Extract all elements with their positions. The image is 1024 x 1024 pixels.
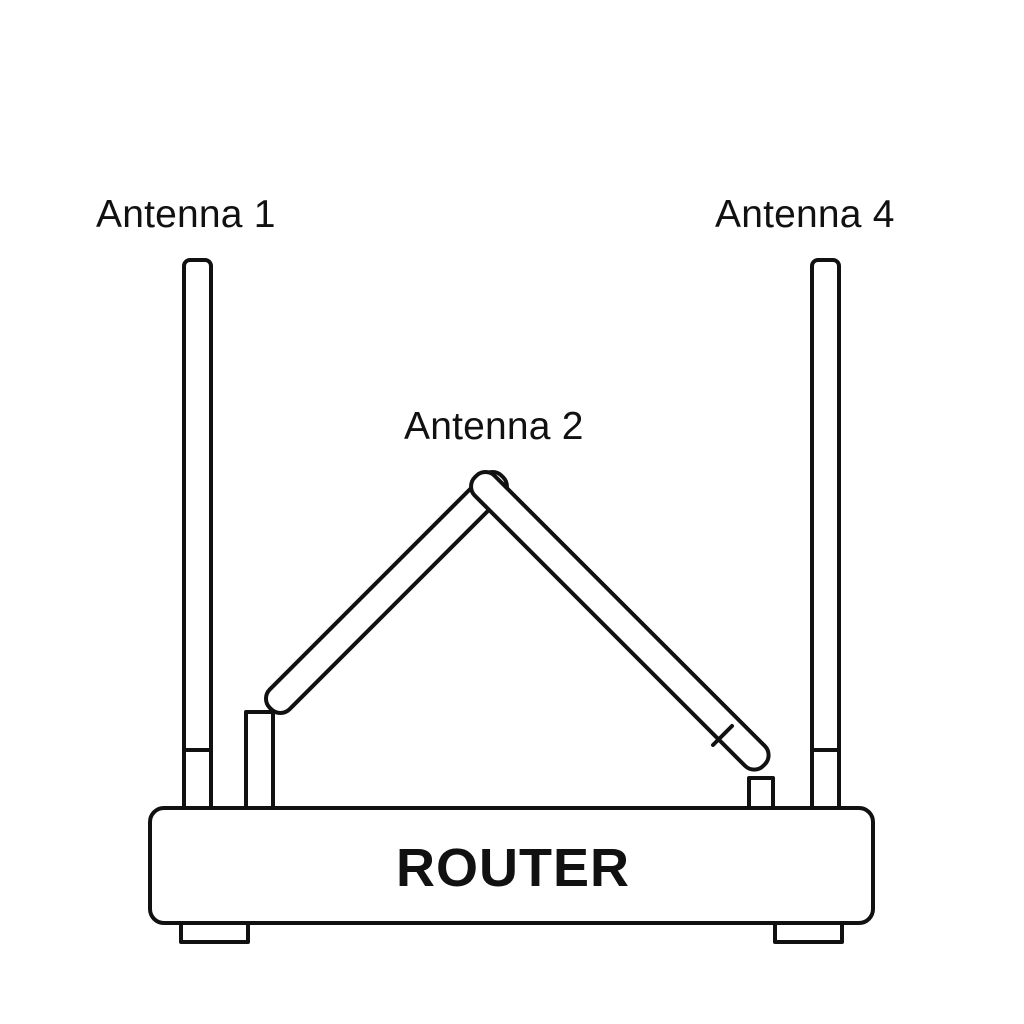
router-body <box>148 806 875 925</box>
antenna-2-right-arm <box>469 470 771 772</box>
antenna-2-left-arm <box>263 470 509 716</box>
router-label: ROUTER <box>396 838 630 898</box>
antenna-2-left-base <box>244 710 275 814</box>
antenna-2-label: Antenna 2 <box>404 405 584 448</box>
antenna-4-label: Antenna 4 <box>715 193 895 236</box>
antenna-1 <box>182 258 213 814</box>
antenna-1-label: Antenna 1 <box>96 193 276 236</box>
antenna-4 <box>810 258 841 814</box>
